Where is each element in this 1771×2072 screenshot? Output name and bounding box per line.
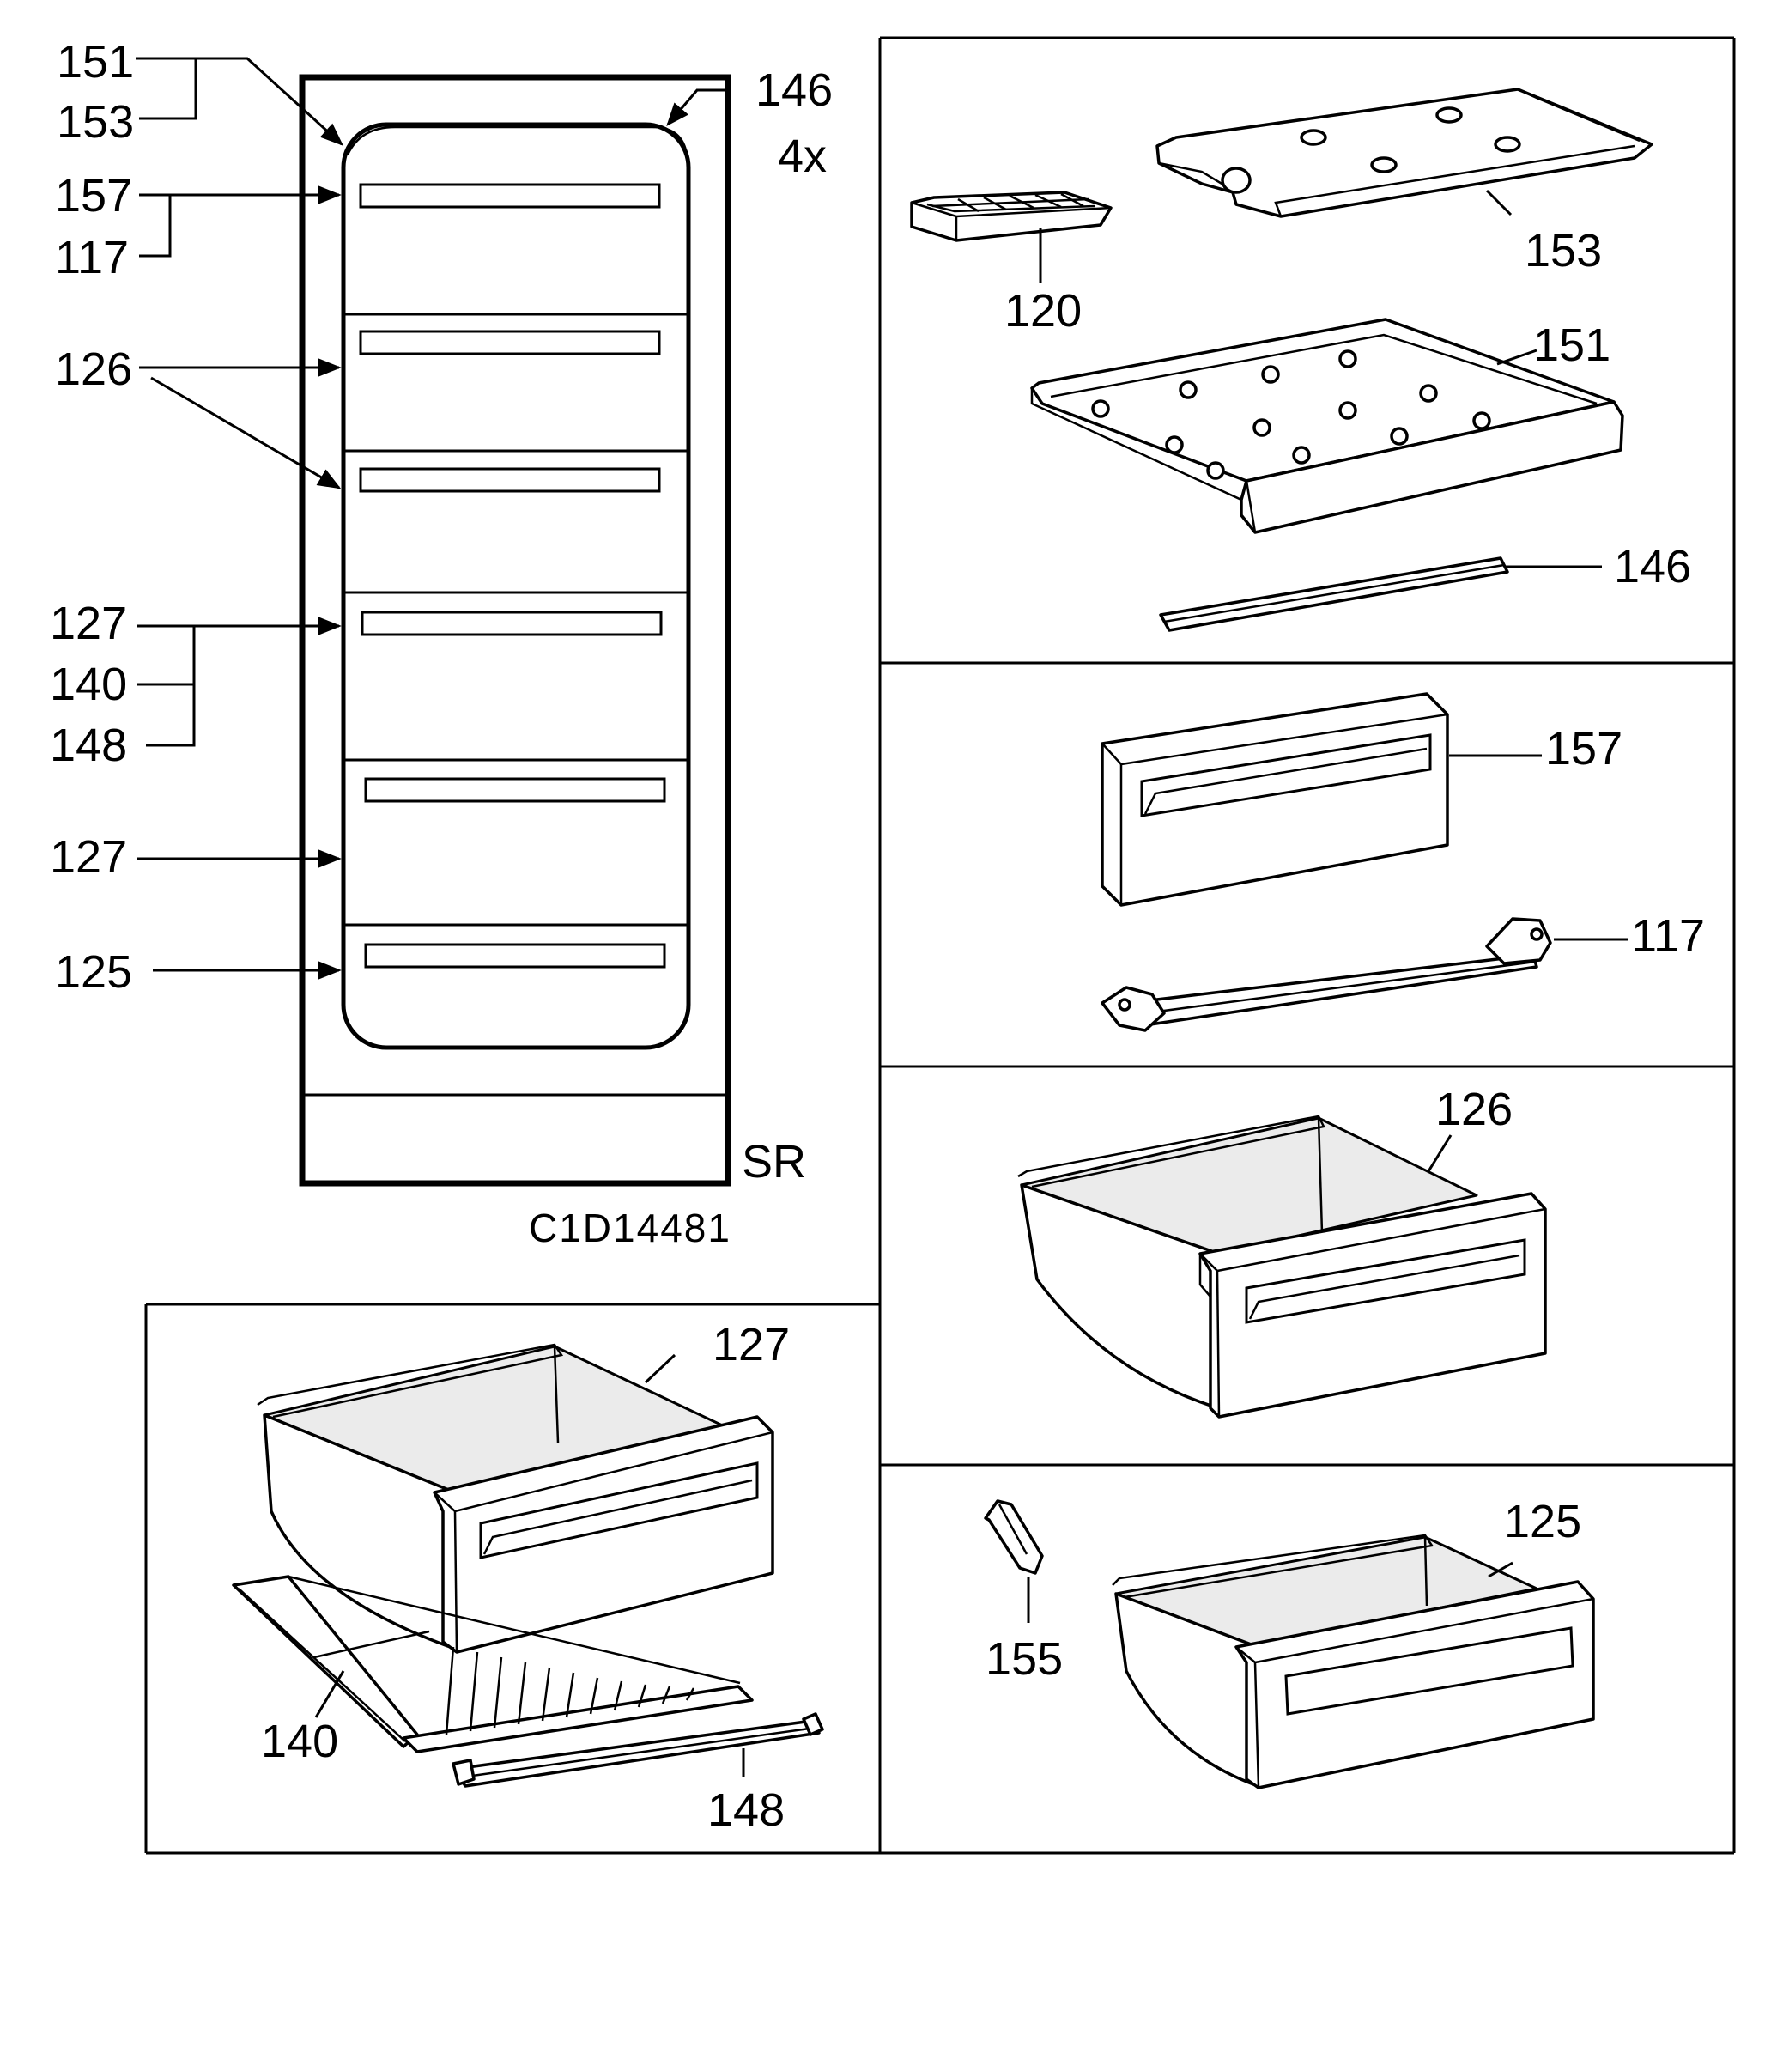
- drawer-part-125: [1112, 1534, 1595, 1789]
- callout-146: 146: [755, 64, 833, 116]
- callout-125-detail: 125: [1504, 1496, 1581, 1547]
- callout-117: 117: [55, 232, 129, 283]
- callout-148-detail: 148: [707, 1784, 785, 1836]
- quantity-4x: 4x: [778, 131, 827, 182]
- callout-126-detail: 126: [1435, 1084, 1513, 1135]
- callout-127-lower: 127: [50, 831, 127, 883]
- callout-120: 120: [1004, 285, 1082, 337]
- grid-bar-part-148: [452, 1712, 824, 1788]
- callout-127-detail: 127: [713, 1319, 790, 1370]
- wire-grid-part-140: [232, 1575, 754, 1753]
- callout-148: 148: [50, 720, 127, 771]
- ice-cover-part-153: [1155, 88, 1653, 218]
- overview-leader-lines: [136, 57, 728, 980]
- callout-127: 127: [50, 598, 127, 649]
- guide-strip-part-146: [1159, 556, 1509, 632]
- callout-153: 153: [57, 96, 134, 148]
- drawer-front-part-157: [1101, 692, 1449, 907]
- callout-151: 151: [57, 36, 134, 88]
- callout-126: 126: [55, 343, 132, 395]
- callout-157-detail: 157: [1545, 723, 1622, 775]
- drawer-part-126: [1017, 1115, 1547, 1419]
- callout-140: 140: [50, 659, 127, 710]
- callout-151-detail: 151: [1533, 319, 1610, 371]
- drawer-part-127: [257, 1343, 774, 1654]
- cabinet-overview: [299, 74, 731, 1187]
- view-code-sr: SR: [742, 1136, 806, 1188]
- callout-125: 125: [55, 946, 132, 998]
- drawing-code: C1D14481: [529, 1206, 731, 1250]
- clip-part-155: [984, 1499, 1044, 1575]
- ice-tray-part-120: [910, 191, 1113, 242]
- callout-155: 155: [986, 1633, 1063, 1685]
- freezer-shelf-part-151: [1030, 318, 1624, 534]
- drawer-rail-part-117: [1101, 917, 1552, 1032]
- callout-153-detail: 153: [1525, 225, 1602, 276]
- callout-140-detail: 140: [261, 1716, 338, 1767]
- callout-146-detail: 146: [1614, 541, 1691, 592]
- callout-117-detail: 117: [1631, 910, 1705, 962]
- callout-157: 157: [55, 170, 132, 222]
- panel-frames: [144, 36, 1736, 1855]
